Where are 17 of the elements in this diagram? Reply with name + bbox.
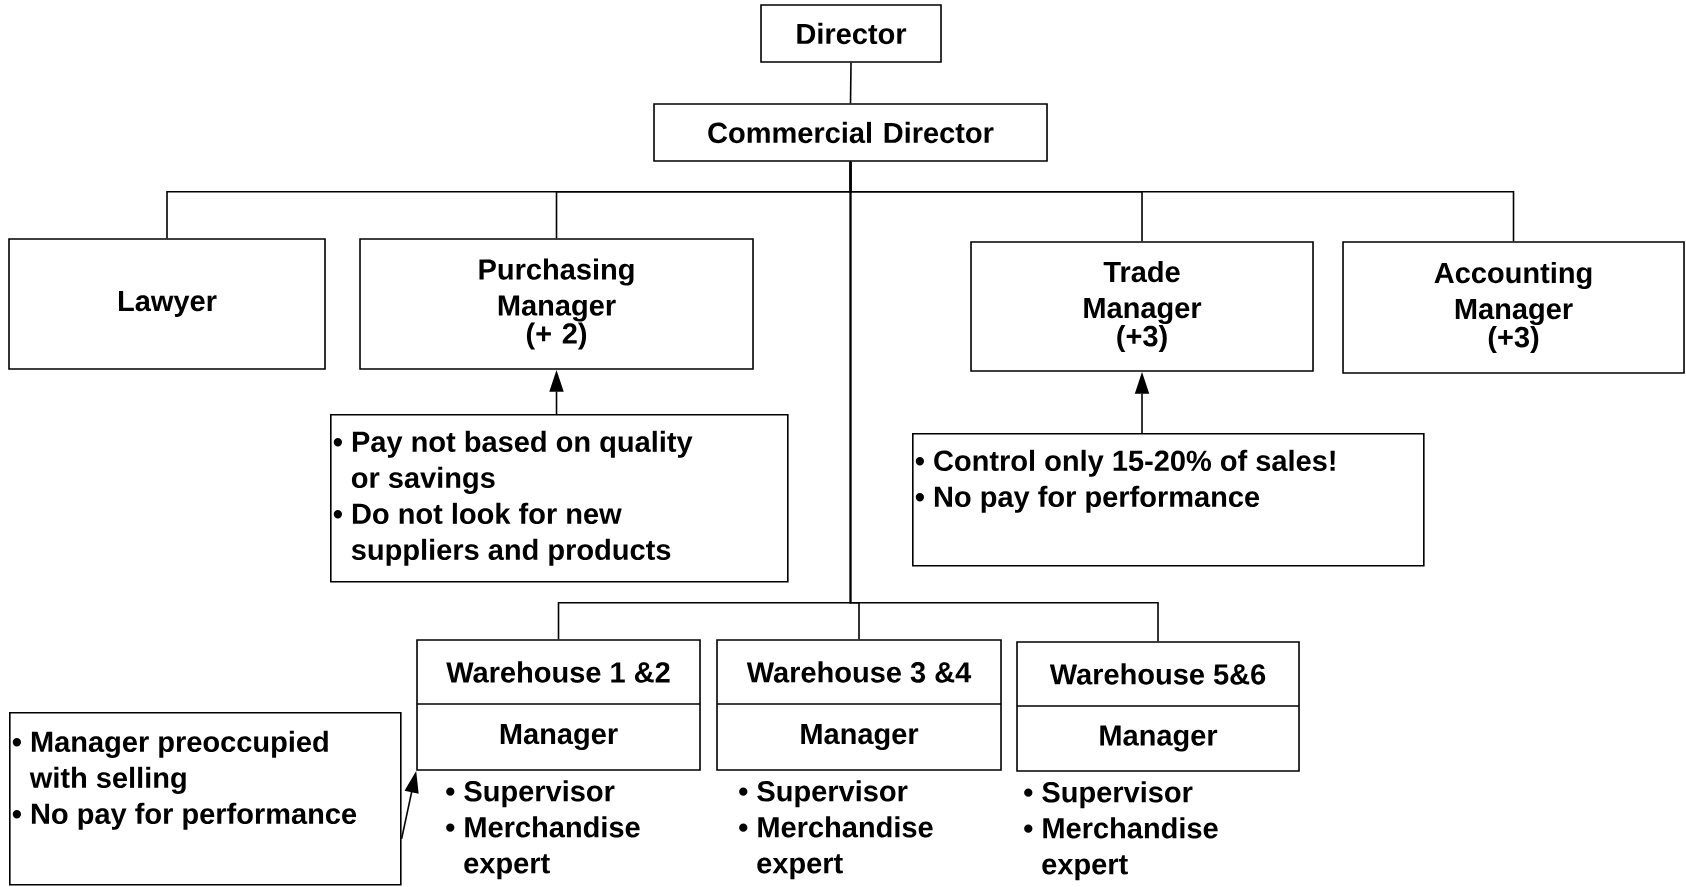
staff-list: • Supervisor • Merchandise expert: [446, 780, 640, 880]
role-box: Accounting Manager (+3): [1342, 241, 1685, 374]
note-box: • Control only 15-20% of sales! • No pay for performance: [912, 433, 1425, 567]
warehouse-box: Warehouse 5&6 Manager: [1016, 641, 1300, 772]
staff-list: • Supervisor • Merchandise expert: [739, 780, 933, 880]
staff-list: • Supervisor • Merchandise expert: [1024, 781, 1218, 881]
note-box: • Pay not based on quality or savings • Do not look for new suppliers and products: [330, 414, 789, 583]
warehouse-box: Warehouse 1 &2 Manager: [416, 639, 701, 771]
role-box: Trade Manager (+3): [970, 241, 1314, 372]
note-box: • Manager preoccupied with selling • No pay for performance: [9, 712, 402, 886]
role-box: Purchasing Manager (+ 2): [359, 238, 754, 370]
warehouse-box: Warehouse 3 &4 Manager: [716, 639, 1002, 771]
role-box: Lawyer: [8, 238, 326, 370]
role-box: Commercial Director: [653, 103, 1048, 162]
role-box: Director: [760, 4, 942, 63]
connector-line: [849, 161, 1159, 642]
connector-line: [849, 62, 852, 104]
